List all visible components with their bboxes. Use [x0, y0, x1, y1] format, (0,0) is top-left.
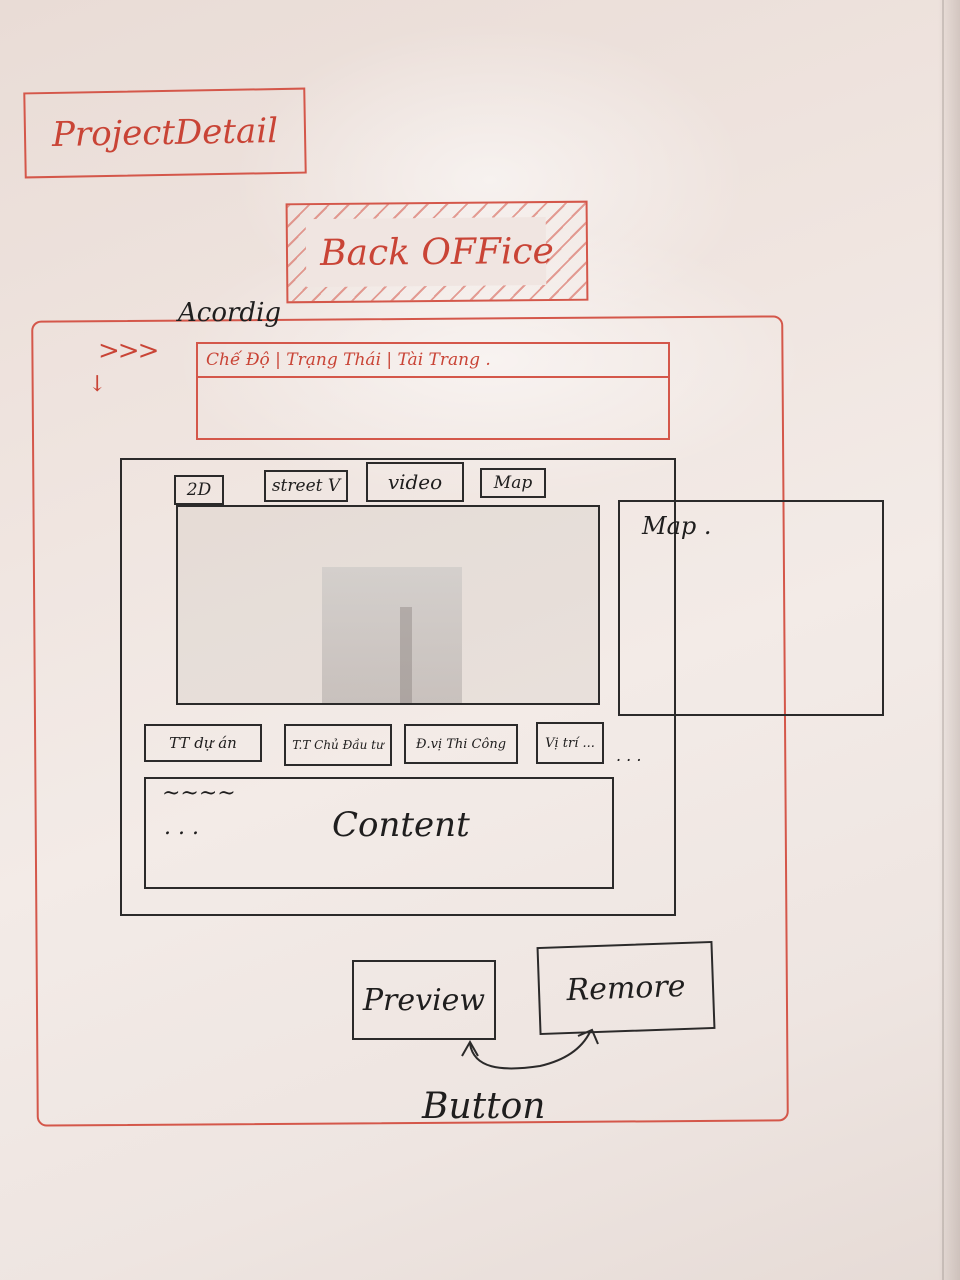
remove-button-label: Remore	[565, 968, 687, 1008]
more-tabs-ellipsis: . . .	[616, 746, 642, 765]
tab-contractor-label: Đ.vị Thi Công	[415, 736, 507, 752]
tab-video-label: video	[387, 470, 443, 494]
accordion-header[interactable]: Chế Độ | Trạng Thái | Tài Trang .	[206, 350, 491, 370]
tab-investor-info-label: T.T Chủ Đầu tư	[292, 738, 384, 752]
tab-project-info-label: TT dự án	[169, 734, 237, 752]
wall-edge	[938, 0, 960, 1280]
viewer-door-frame-reflection	[400, 607, 412, 703]
tab-location[interactable]: Vị trí ...	[536, 722, 604, 764]
content-squiggle: ~~~~	[162, 781, 236, 806]
accordion-expand-arrow: ↓	[88, 372, 107, 397]
preview-button-label: Preview	[362, 982, 486, 1018]
tab-investor-info[interactable]: T.T Chủ Đầu tư	[284, 724, 392, 766]
tab-map-label: Map	[493, 473, 533, 493]
project-detail-title-text: ProjectDetail	[51, 111, 279, 155]
tab-video[interactable]: video	[366, 462, 464, 502]
button-caption: Button	[422, 1086, 546, 1127]
back-office-box: Back OFFice	[285, 200, 589, 304]
viewer-doorway-reflection	[322, 567, 462, 703]
tab-street-view[interactable]: street V	[264, 470, 348, 502]
map-panel-label: Map .	[642, 512, 712, 540]
media-viewer[interactable]	[176, 505, 600, 705]
back-office-text: Back OFFice	[319, 230, 555, 274]
preview-button[interactable]: Preview	[352, 960, 496, 1040]
tab-map[interactable]: Map	[480, 468, 546, 498]
remove-button[interactable]: Remore	[536, 940, 716, 1036]
accordion-divider	[198, 376, 668, 378]
accordion-chevrons: >>>	[98, 336, 159, 366]
tab-project-info[interactable]: TT dự án	[144, 724, 262, 762]
tab-contractor[interactable]: Đ.vị Thi Công	[404, 724, 518, 764]
accordion-panel: Chế Độ | Trạng Thái | Tài Trang .	[196, 342, 670, 440]
tab-street-view-label: street V	[271, 476, 341, 496]
content-dots: . . .	[164, 815, 199, 840]
content-area: ~~~~ . . . Content	[144, 777, 614, 889]
content-label: Content	[332, 805, 470, 845]
tab-location-label: Vị trí ...	[545, 735, 595, 751]
tab-2d[interactable]: 2D	[174, 475, 224, 505]
board-frame-line	[942, 0, 944, 1280]
media-container	[120, 458, 676, 916]
accordion-label: Acordig	[178, 298, 282, 328]
tab-2d-label: 2D	[186, 480, 212, 500]
map-panel[interactable]: Map .	[618, 500, 884, 716]
project-detail-title: ProjectDetail	[23, 87, 307, 179]
